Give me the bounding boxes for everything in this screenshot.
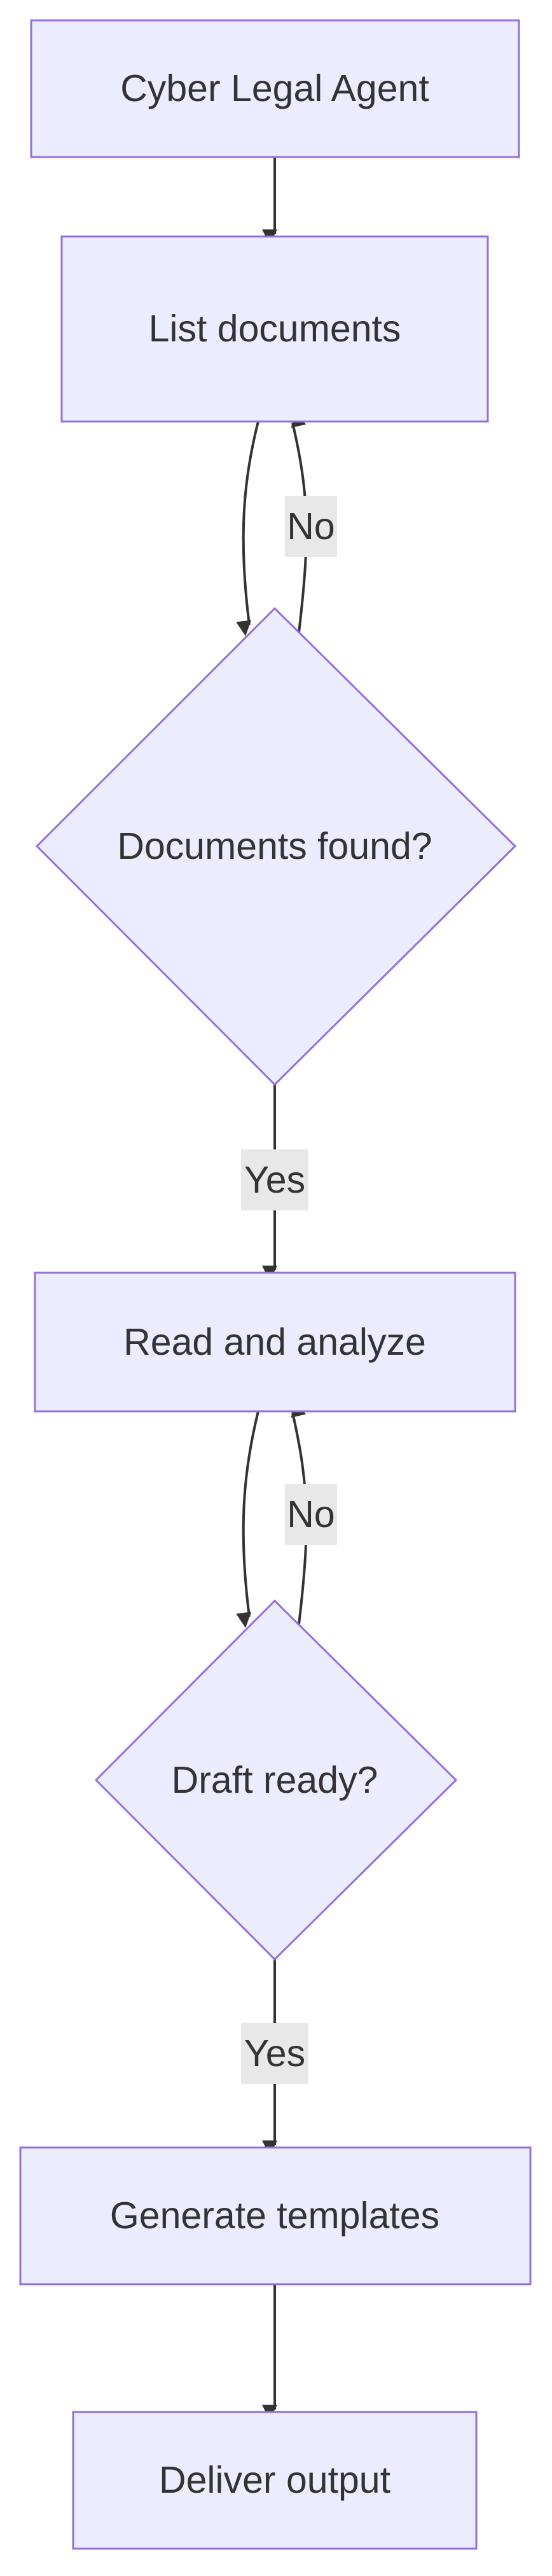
- edge-label-draft-ready-no: No: [285, 1484, 337, 1545]
- node-cyber-legal-agent: Cyber Legal Agent: [30, 19, 520, 158]
- edge-label-documents-found-no: No: [285, 496, 337, 557]
- svg-text:List documents: List documents: [149, 308, 401, 350]
- node-generate-templates: Generate templates: [19, 2146, 532, 2285]
- edge-labels: No Yes No Yes: [241, 496, 337, 2084]
- node-draft-ready-decision: Draft ready?: [94, 1599, 458, 1961]
- edge-list-documents-to-documents-found: [236, 421, 259, 636]
- node-deliver-output: Deliver output: [72, 2411, 478, 2550]
- nodes: Cyber Legal Agent List documents Documen…: [19, 19, 532, 2550]
- svg-text:Yes: Yes: [244, 2032, 305, 2074]
- svg-text:No: No: [287, 1493, 335, 1535]
- svg-text:Read and analyze: Read and analyze: [123, 1321, 426, 1363]
- svg-text:No: No: [287, 505, 335, 547]
- svg-text:Cyber Legal Agent: Cyber Legal Agent: [120, 67, 429, 109]
- edge-label-draft-ready-yes: Yes: [241, 2023, 308, 2084]
- node-read-and-analyze: Read and analyze: [34, 1271, 516, 1413]
- edge-read-analyze-to-draft-ready: [236, 1411, 259, 1628]
- svg-text:Generate templates: Generate templates: [110, 2195, 439, 2237]
- svg-text:Deliver output: Deliver output: [159, 2459, 390, 2501]
- node-documents-found-decision: Documents found?: [35, 606, 517, 1086]
- node-list-documents: List documents: [60, 235, 489, 423]
- svg-text:Yes: Yes: [244, 1159, 305, 1201]
- edge-label-documents-found-yes: Yes: [241, 1149, 308, 1210]
- svg-text:Documents found?: Documents found?: [117, 825, 432, 867]
- svg-text:Draft ready?: Draft ready?: [172, 1759, 378, 1801]
